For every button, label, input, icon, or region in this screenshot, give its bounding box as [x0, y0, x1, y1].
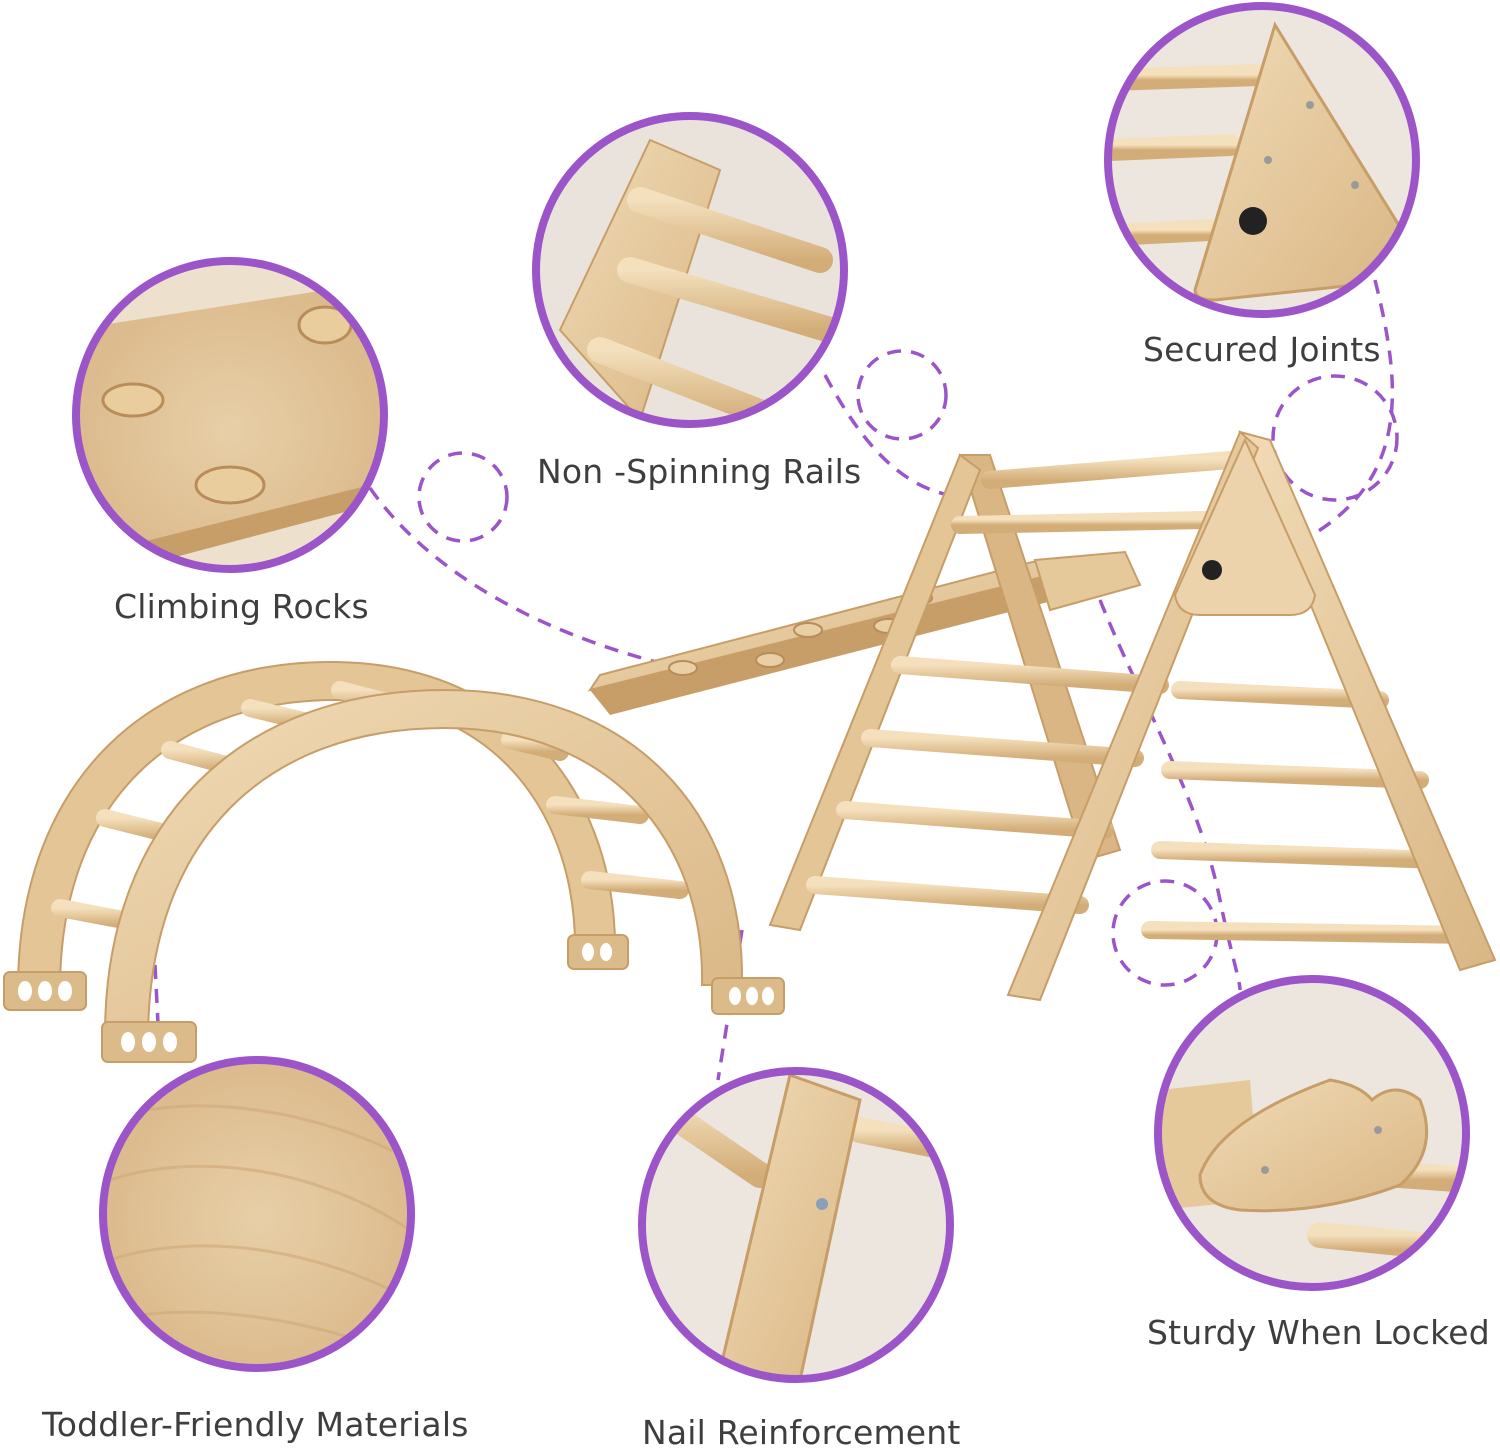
toddler-friendly-materials-detail-image — [99, 1056, 415, 1372]
secured-joints-detail-image — [1104, 2, 1420, 318]
sturdy-when-locked-label: Sturdy When Locked — [1147, 1313, 1490, 1352]
nail-reinforcement-detail-image — [638, 1067, 954, 1383]
secured-joints-label: Secured Joints — [1143, 330, 1381, 369]
climbing-rocks-detail-image — [72, 257, 388, 573]
arch-climber — [3, 660, 785, 1063]
toddler-friendly-materials-label: Toddler-Friendly Materials — [42, 1405, 469, 1444]
climbing-rocks-label: Climbing Rocks — [114, 587, 369, 626]
non-spinning-rails-label: Non -Spinning Rails — [537, 452, 862, 491]
sturdy-when-locked-detail-image — [1154, 975, 1470, 1291]
nail-reinforcement-label: Nail Reinforcement — [642, 1413, 961, 1452]
non-spinning-rails-detail-image — [532, 112, 848, 428]
triangle-climber — [768, 430, 1497, 1002]
